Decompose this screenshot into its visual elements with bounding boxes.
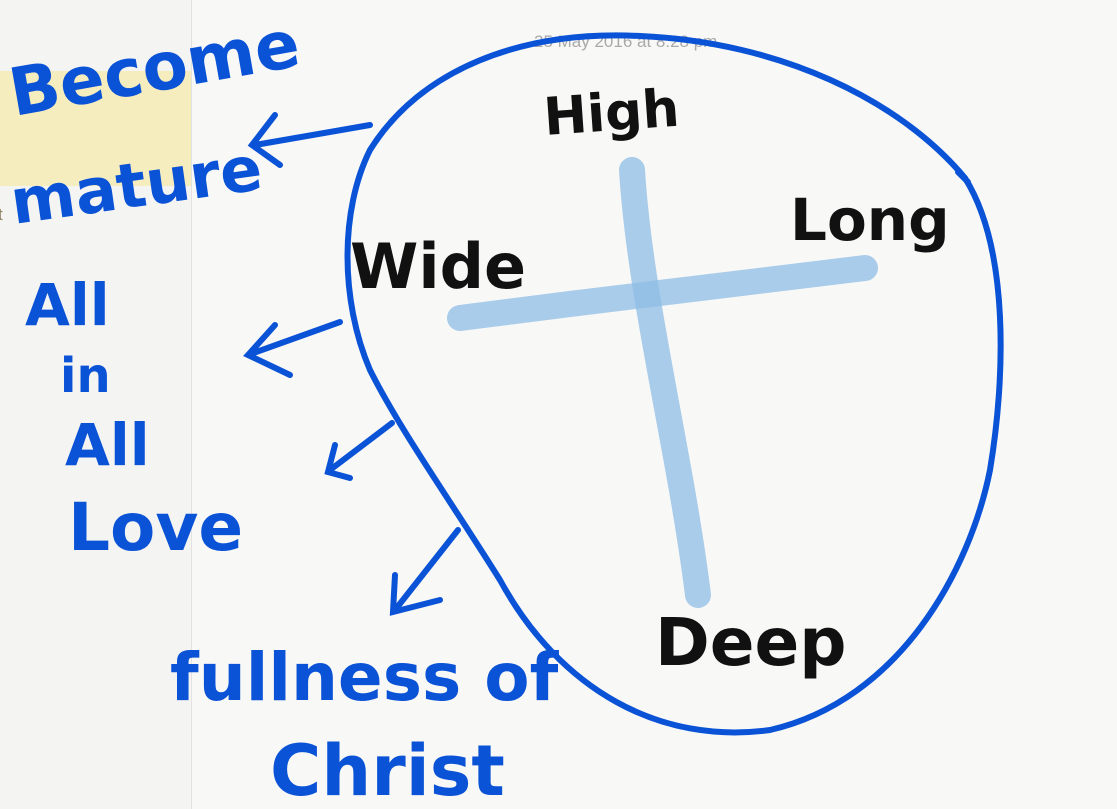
arrow-left-icon (243, 319, 343, 378)
label-mature: mature (6, 131, 267, 238)
circle-stroke (344, 32, 1004, 736)
label-all-1: All (25, 271, 110, 339)
label-fullness-of: fullness of (170, 639, 560, 716)
label-wide: Wide (350, 230, 526, 303)
label-become: Become (3, 5, 305, 132)
circle-tail (955, 169, 971, 185)
notes-list-sidebar: t (0, 0, 192, 809)
label-deep: Deep (655, 604, 847, 681)
note-snippet: t (0, 205, 3, 224)
label-all-2: All (65, 411, 150, 479)
cross-highlight (447, 157, 878, 608)
label-christ: Christ (270, 730, 505, 809)
label-long: Long (790, 186, 950, 254)
label-in: in (60, 348, 111, 404)
arrows (243, 112, 461, 616)
label-high: High (542, 79, 681, 148)
arrow-left-icon (247, 112, 373, 168)
arrow-down-left-icon (389, 527, 461, 616)
arrow-down-left-icon (324, 420, 395, 481)
note-list-item-selected[interactable]: t (0, 71, 191, 224)
label-love: Love (68, 489, 243, 566)
